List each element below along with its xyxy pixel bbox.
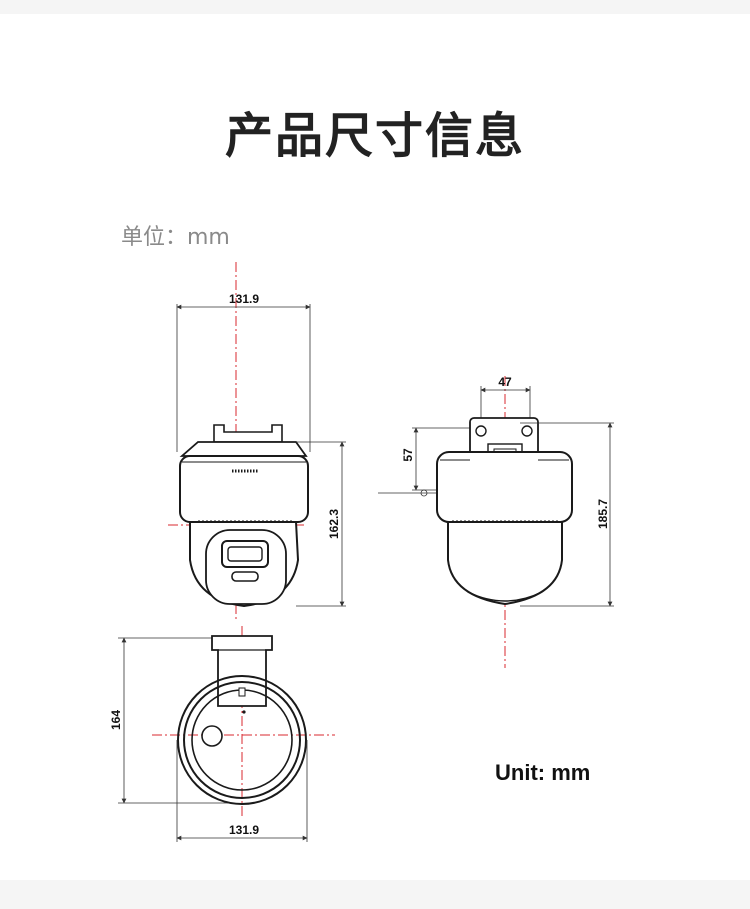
- front-height-dim: 162.3: [327, 509, 341, 539]
- page-title: 产品尺寸信息: [224, 108, 525, 164]
- top-view: 164 131.9: [109, 626, 335, 842]
- top-knob: [201, 725, 223, 747]
- front-view: 131.9 162.3: [168, 262, 346, 620]
- side-body: [436, 451, 573, 523]
- side-height-dim: 185.7: [596, 499, 610, 529]
- front-lens-window: [221, 540, 269, 568]
- side-offset-dim: 57: [401, 448, 415, 462]
- side-bracket-hole-tr: [521, 425, 533, 437]
- top-screw: [238, 687, 246, 697]
- top-outer-ring: [177, 675, 307, 805]
- side-bracket-width-dim: 47: [498, 375, 512, 389]
- top-width-dim: 131.9: [229, 823, 259, 837]
- front-body: [179, 455, 309, 523]
- side-dome: [447, 521, 563, 606]
- bottom-band: [0, 880, 750, 909]
- top-band: [0, 0, 750, 14]
- unit-label-cn: 单位：mm: [121, 225, 230, 250]
- unit-label-en: Unit: mm: [495, 760, 590, 785]
- front-ir-light: [231, 571, 259, 582]
- top-marker-dot: [242, 710, 246, 714]
- top-middle-ring: [183, 681, 301, 799]
- top-mount-bracket: [211, 635, 273, 707]
- side-axis-marker: [420, 489, 428, 497]
- front-mount-bracket: [213, 424, 283, 443]
- front-top-collar: [179, 441, 308, 457]
- front-lens-inner: [227, 546, 263, 562]
- front-width-dim: 131.9: [229, 292, 259, 306]
- side-bracket-hole-tl: [475, 425, 487, 437]
- side-view: 47 57 185.7: [378, 375, 614, 668]
- side-dome-rim: [467, 591, 543, 602]
- top-depth-dim: 164: [109, 710, 123, 730]
